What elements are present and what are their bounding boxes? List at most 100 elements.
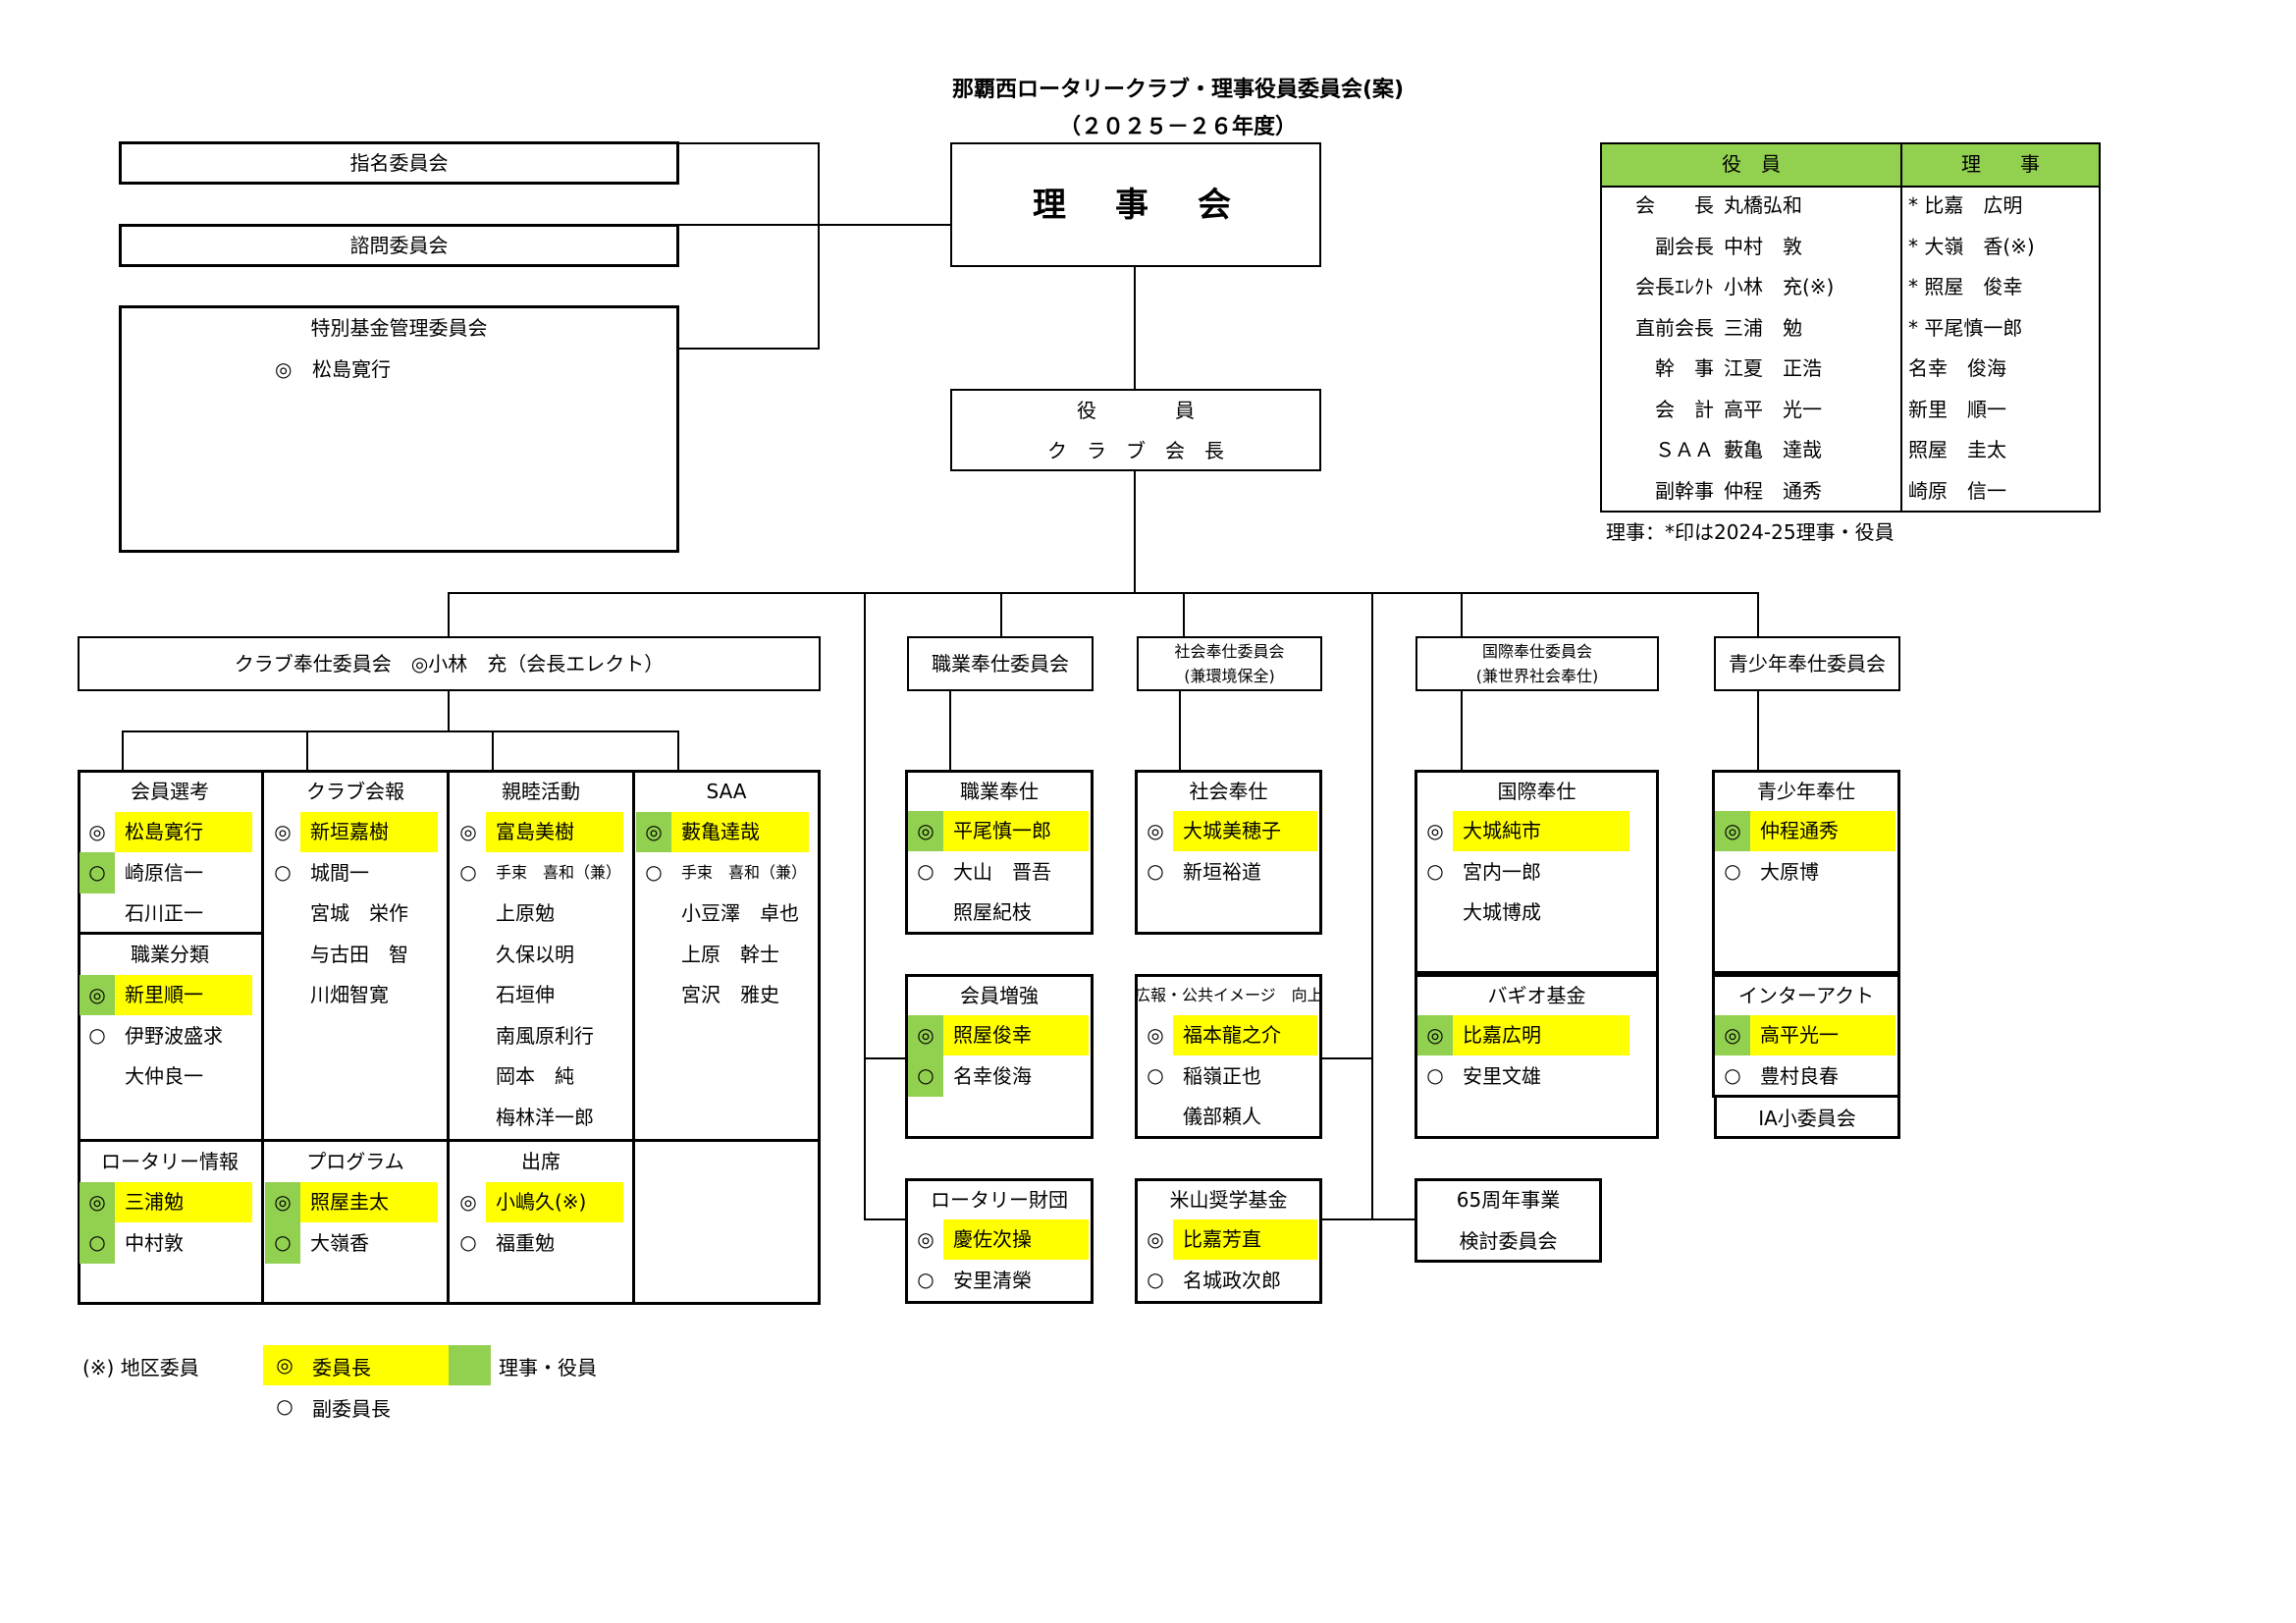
member-name: 宮沢 雅史 (681, 983, 779, 1007)
member-mark: ○ (917, 1063, 934, 1087)
group-title: 出席 (521, 1150, 561, 1173)
member-name: 藪亀達哉 (681, 820, 760, 844)
chair-highlight (1453, 1014, 1629, 1055)
member-name: 南風原利行 (496, 1023, 594, 1048)
member-mark: ○ (88, 1023, 106, 1047)
member-mark: ○ (1426, 859, 1444, 883)
board-member-highlight (80, 974, 115, 1015)
member-mark: ○ (1147, 859, 1164, 883)
chair-highlight (943, 1014, 1089, 1055)
member-mark: ○ (459, 860, 477, 884)
chair-highlight (1173, 1014, 1317, 1055)
roster-officer-name: 藪亀 達哉 (1724, 438, 1822, 461)
chair-highlight (115, 1181, 252, 1222)
member-name: 上原 幹士 (681, 942, 779, 966)
roster-officer-name: 江夏 正浩 (1724, 356, 1822, 380)
member-name: 梅林洋一郎 (496, 1105, 594, 1129)
member-name: 稲嶺正也 (1183, 1063, 1261, 1088)
member-mark: ○ (274, 1230, 292, 1254)
legend-vice-label: 副委員長 (312, 1397, 391, 1421)
special-fund-chair-name: 松島寛行 (312, 357, 391, 381)
subcommittee-title: 広報・公共イメージ 向上 (1135, 986, 1323, 1004)
board-label: 理事会 (1033, 186, 1280, 225)
member-name: 宮内一郎 (1463, 859, 1541, 884)
legend-chair-mark: ◎ (276, 1353, 294, 1377)
member-name: 比嘉広明 (1463, 1023, 1541, 1048)
group-title: 会員選考 (131, 780, 209, 803)
member-mark: ○ (1724, 1063, 1741, 1087)
chair-highlight (486, 811, 623, 852)
subcommittee-title: 米山奨学基金 (1169, 1188, 1288, 1212)
chair-highlight (1750, 810, 1896, 851)
member-mark: ◎ (1426, 818, 1444, 842)
member-mark: ◎ (1147, 1022, 1164, 1047)
subcommittee-box-youth (1712, 770, 1900, 974)
member-mark: ◎ (1724, 1022, 1741, 1047)
roster-officer-role: 会長ｴﾚｸﾄ (1635, 275, 1714, 298)
international-committee (1415, 636, 1659, 691)
legend-vice-mark: ○ (276, 1394, 294, 1418)
board-member-highlight (908, 1055, 943, 1097)
roster-officer-name: 小林 充(※) (1724, 275, 1835, 298)
chair-highlight (1750, 1014, 1896, 1055)
member-name: 新里順一 (125, 983, 203, 1007)
member-name: 富島美樹 (496, 820, 574, 844)
nomination-committee-label: 指名委員会 (349, 151, 449, 175)
anniversary-committee-label-1: 65周年事業 (1456, 1188, 1561, 1212)
board-member-highlight (80, 852, 115, 893)
member-name: 久保以明 (496, 942, 574, 966)
board-member-highlight (1715, 810, 1750, 851)
roster-director-name: * 比嘉 広明 (1908, 193, 2023, 217)
member-name: 安里文雄 (1463, 1063, 1541, 1088)
member-name: 伊野波盛求 (125, 1023, 223, 1048)
special-fund-committee-label: 特別基金管理委員会 (310, 316, 488, 340)
chair-highlight (1453, 810, 1629, 851)
member-name: 大城博成 (1463, 900, 1541, 925)
officers-box-line1: 役 員 (1077, 399, 1195, 422)
page-title: 那覇西ロータリークラブ・理事役員委員会(案) (951, 78, 1405, 102)
roster-director-name: 照屋 圭太 (1908, 438, 2006, 461)
member-name: 小豆澤 卓也 (681, 901, 799, 926)
member-name: 新垣嘉樹 (310, 820, 389, 844)
member-name: 照屋紀枝 (953, 900, 1032, 925)
international-committee-label-1: 国際奉仕委員会 (1481, 642, 1592, 661)
member-name: 儀部頼人 (1183, 1105, 1261, 1129)
member-name: 石川正一 (125, 901, 203, 926)
roster-director-name: 名幸 俊海 (1908, 356, 2006, 380)
member-mark: ○ (917, 859, 934, 883)
member-name: 平尾慎一郎 (953, 819, 1051, 843)
chair-highlight (115, 974, 252, 1015)
member-mark: ◎ (1724, 818, 1741, 842)
roster-officer-role: 副会長 (1655, 234, 1714, 258)
subcommittee-title: 国際奉仕 (1497, 780, 1576, 803)
officers-box-line2: ク ラ ブ 会 長 (1047, 439, 1224, 462)
roster-officer-role: ＳＡＡ (1655, 438, 1714, 461)
legend-district: (※) 地区委員 (82, 1356, 199, 1380)
legend-chair-label: 委員長 (312, 1356, 371, 1380)
member-mark: ◎ (459, 1189, 477, 1214)
special-fund-chair-mark: ◎ (275, 357, 293, 381)
member-mark: ◎ (88, 982, 106, 1006)
member-name: 福本龍之介 (1183, 1023, 1281, 1048)
board-member-highlight (1715, 1014, 1750, 1055)
member-name: 大仲良一 (125, 1064, 203, 1089)
chair-highlight (671, 811, 809, 852)
chair-highlight (300, 1181, 438, 1222)
group-title: ロータリー情報 (101, 1150, 239, 1173)
member-name: 豊村良春 (1760, 1063, 1839, 1088)
subcommittee-title: ロータリー財団 (931, 1188, 1068, 1212)
member-mark: ○ (1147, 1268, 1164, 1291)
subcommittee-title: 会員増強 (960, 984, 1039, 1007)
roster-officer-name: 仲程 通秀 (1724, 478, 1822, 503)
subcommittee-title: 青少年奉仕 (1757, 780, 1855, 803)
anniversary-committee-label-2: 検討委員会 (1459, 1229, 1558, 1253)
member-name: 与古田 智 (310, 942, 408, 966)
member-name: 崎原信一 (125, 860, 203, 885)
roster-officer-name: 三浦 勉 (1724, 315, 1802, 340)
roster-officer-name: 丸橋弘和 (1724, 193, 1802, 217)
board-member-highlight (265, 1222, 300, 1264)
member-name: 照屋俊幸 (953, 1023, 1032, 1048)
member-mark: ○ (88, 1230, 106, 1254)
member-mark: ◎ (459, 819, 477, 843)
anniversary-committee-box (1415, 1178, 1602, 1263)
